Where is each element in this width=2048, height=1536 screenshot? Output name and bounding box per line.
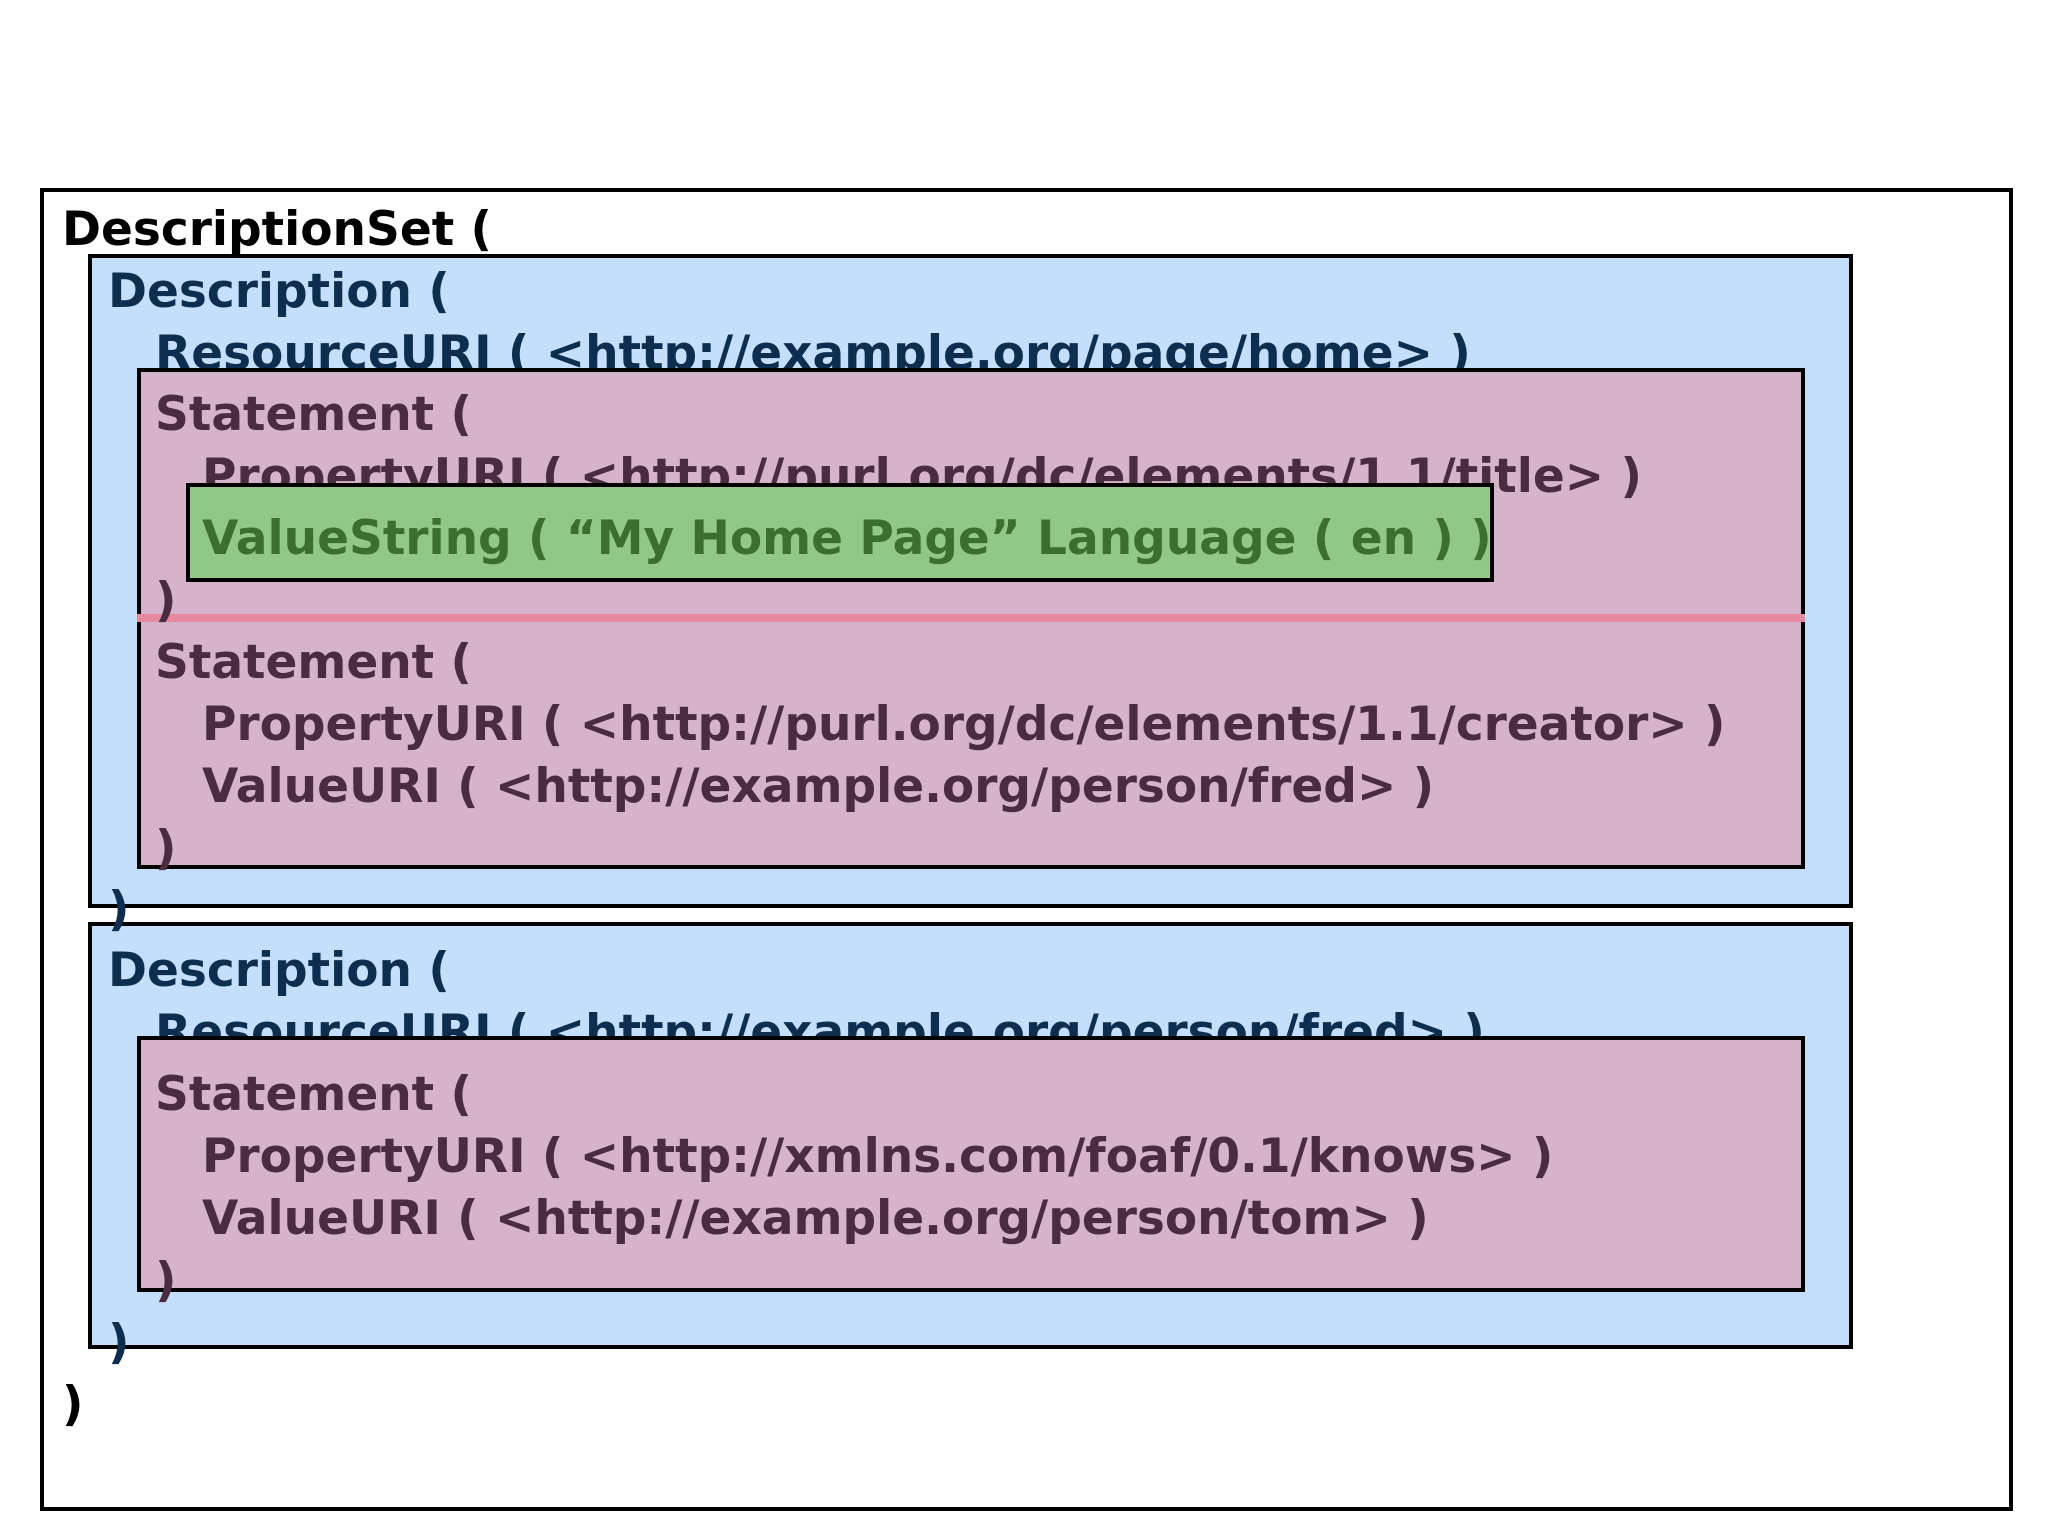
statement-close-label: ): [155, 573, 177, 628]
property-uri-label: PropertyURI ( <http://purl.org/dc/elemen…: [202, 697, 1726, 752]
description-close-label: ): [108, 1315, 130, 1370]
description-set-close-label: ): [62, 1377, 84, 1432]
value-uri-label: ValueURI ( <http://example.org/person/to…: [202, 1191, 1429, 1246]
statement-close-label: ): [155, 821, 177, 876]
statement-box: [137, 1036, 1805, 1292]
value-string-box: [186, 483, 1494, 582]
statement-box: [137, 617, 1805, 869]
statement-close-label: ): [155, 1253, 177, 1308]
description-close-label: ): [108, 882, 130, 937]
property-uri-label: PropertyURI ( <http://xmlns.com/foaf/0.1…: [202, 1129, 1554, 1184]
description-set-open-label: DescriptionSet (: [62, 202, 493, 257]
description-open-label: Description (: [108, 264, 450, 319]
statement-open-label: Statement (: [155, 1067, 472, 1122]
value-uri-label: ValueURI ( <http://example.org/person/fr…: [202, 759, 1435, 814]
statement-open-label: Statement (: [155, 387, 472, 442]
statement-open-label: Statement (: [155, 635, 472, 690]
statement-separator: [137, 614, 1805, 622]
description-open-label: Description (: [108, 943, 450, 998]
value-string-label: ValueString ( “My Home Page” Language ( …: [202, 511, 1492, 566]
